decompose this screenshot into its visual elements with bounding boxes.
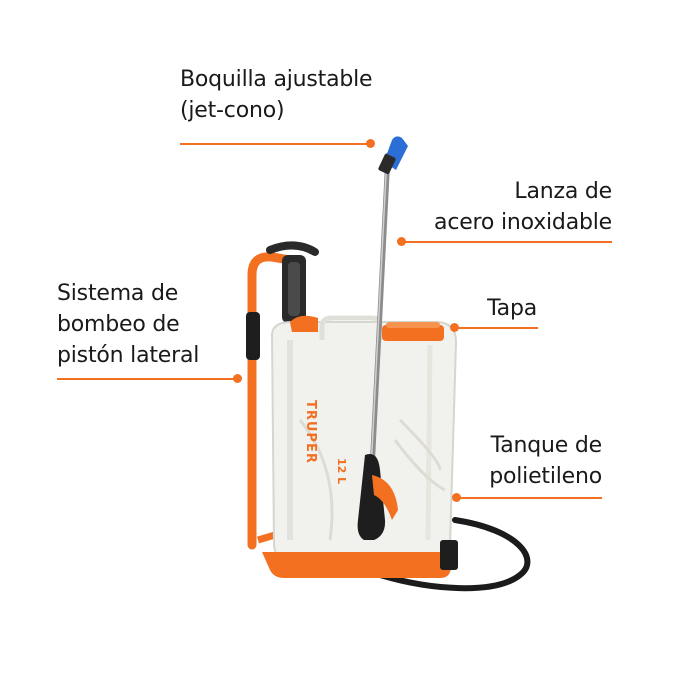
- callout-tank-leader: [458, 497, 602, 499]
- callout-lance-line-2: acero inoxidable: [434, 210, 612, 235]
- callout-lid-label: Tapa: [487, 293, 537, 324]
- callout-nozzle-dot: [366, 139, 375, 148]
- callout-lance-label: Lanza de acero inoxidable: [434, 176, 612, 238]
- callout-tank-label: Tanque de polietileno: [489, 430, 602, 492]
- callout-lance-line-1: Lanza de: [514, 179, 612, 204]
- callout-lance-dot: [397, 237, 406, 246]
- callout-lid-leader: [456, 327, 538, 329]
- callout-tank-line-2: polietileno: [489, 464, 602, 489]
- lance-rod: [369, 152, 391, 473]
- spray-gun-handle: [357, 454, 386, 540]
- callout-pump-dot: [233, 374, 242, 383]
- pump-lever-frame: [247, 252, 295, 550]
- callout-pump-line-1: Sistema de: [57, 281, 179, 306]
- callout-nozzle-leader: [180, 143, 370, 145]
- tank-base: [262, 552, 458, 578]
- callout-tank-dot: [452, 493, 461, 502]
- tank-brand-logo: TRUPER: [303, 400, 318, 464]
- callout-lid-dot: [450, 323, 459, 332]
- callout-lance-leader: [402, 241, 612, 243]
- callout-pump-leader: [57, 378, 237, 380]
- tank-lid: [382, 325, 444, 341]
- pump-handle: [246, 312, 260, 360]
- callout-lid-line-1: Tapa: [487, 296, 537, 321]
- tank-capacity-label: 12 L: [335, 458, 348, 485]
- callout-nozzle-line-2: (jet-cono): [180, 98, 285, 123]
- callout-pump-label: Sistema de bombeo de pistón lateral: [57, 278, 199, 371]
- callout-nozzle-label: Boquilla ajustable (jet-cono): [180, 64, 373, 126]
- callout-pump-line-3: pistón lateral: [57, 343, 200, 368]
- callout-tank-line-1: Tanque de: [490, 433, 603, 458]
- callout-pump-line-2: bombeo de: [57, 312, 180, 337]
- callout-nozzle-line-1: Boquilla ajustable: [180, 67, 373, 92]
